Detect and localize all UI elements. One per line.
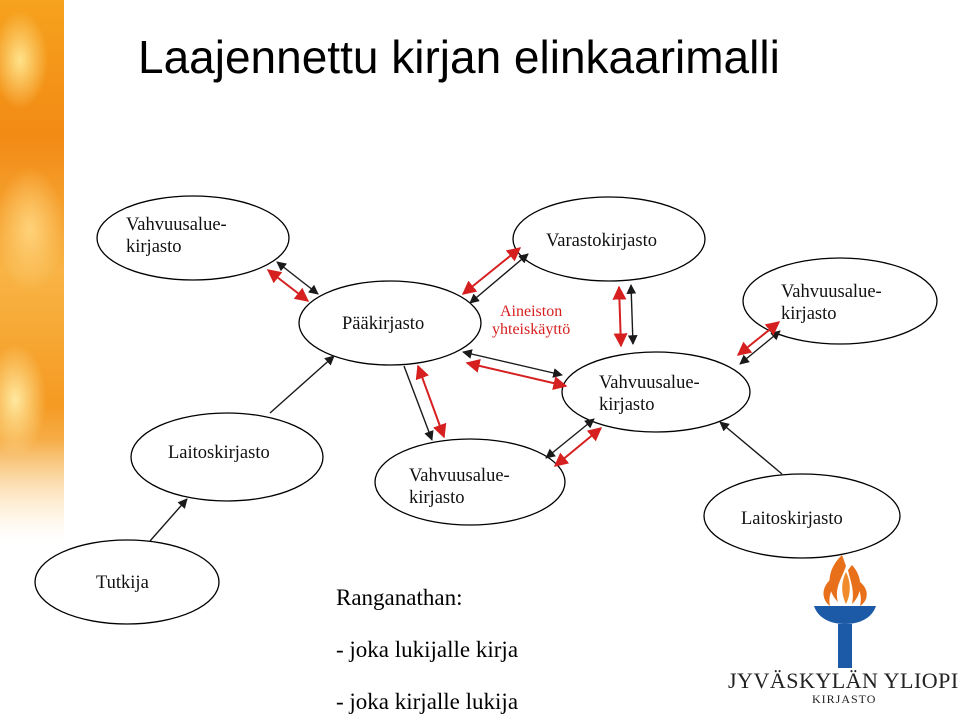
label-line-1: Vahvuusalue-: [126, 215, 227, 235]
university-logo-name: JYVÄSKYLÄN YLIOPISTO: [728, 668, 960, 693]
node-paakirjasto: [298, 280, 482, 366]
label-vahvuus-top-left: Vahvuusalue- kirjasto: [126, 214, 227, 258]
label-line-2: kirjasto: [126, 237, 182, 257]
label-varastokirjasto: Varastokirjasto: [546, 231, 657, 251]
label-line-2: kirjasto: [409, 488, 465, 508]
arrow-paa-center-red: [465, 359, 568, 390]
arrow-varasto-center-black: [626, 284, 638, 345]
node-vahvuus-lower: [374, 438, 566, 526]
label-vahvuus-lower: Vahvuusalue- kirjasto: [409, 465, 510, 509]
flame-fade: [0, 440, 64, 540]
arrow-varasto-center-red: [612, 285, 628, 348]
node-vahvuus-top-left: [96, 195, 290, 281]
node-vahvuus-right: [742, 257, 938, 345]
arrow-paa-center-black: [462, 349, 563, 378]
arrow-paa-lower-black: [403, 365, 434, 441]
arrow-tutkija-laitos: [149, 498, 188, 542]
note-line-2: yhteiskäyttö: [492, 321, 571, 338]
arrow-laitos-paa: [269, 355, 335, 414]
arrow-laitos-right-center: [719, 421, 783, 475]
arrow-center-right-red: [736, 321, 781, 356]
label-vahvuus-right: Vahvuusalue- kirjasto: [781, 281, 882, 325]
label-line-1: Vahvuusalue-: [781, 282, 882, 302]
label-line-2: kirjasto: [599, 395, 655, 415]
university-logo-emblem: [814, 555, 876, 668]
quote-heading: Ranganathan:: [336, 585, 463, 610]
label-laitos-right: Laitoskirjasto: [741, 509, 843, 529]
university-logo-sub: KIRJASTO: [812, 692, 877, 706]
quote-line-1: - joka lukijalle kirja: [336, 637, 519, 662]
label-paakirjasto: Pääkirjasto: [342, 314, 425, 334]
ranganathan-quote: Ranganathan: - joka lukijalle kirja - jo…: [336, 572, 518, 728]
node-vahvuus-center: [561, 351, 751, 433]
node-laitos-right: [703, 473, 901, 559]
arrow-lower-center-red: [553, 427, 603, 467]
note-line-1: Aineiston: [500, 303, 563, 320]
node-laitos-left: [130, 412, 324, 502]
note-aineiston-yhteiskaytto: Aineiston yhteiskäyttö: [492, 303, 570, 339]
arrow-paa-varasto-red: [461, 247, 522, 295]
page-title: Laajennettu kirjan elinkaarimalli: [138, 31, 780, 83]
quote-line-2: - joka kirjalle lukija: [336, 689, 519, 714]
label-laitos-left: Laitoskirjasto: [168, 443, 270, 463]
node-varastokirjasto: [512, 196, 706, 282]
arrow-vahvuus-paa-red: [266, 269, 310, 302]
arrow-vahvuus-paa-black: [276, 261, 319, 295]
lifecycle-diagram: [34, 195, 938, 668]
node-tutkija: [34, 539, 220, 625]
label-line-2: kirjasto: [781, 304, 837, 324]
arrow-paa-varasto-black: [469, 253, 529, 304]
label-vahvuus-center: Vahvuusalue- kirjasto: [599, 372, 700, 416]
label-tutkija: Tutkija: [96, 573, 149, 593]
label-line-1: Vahvuusalue-: [599, 373, 700, 393]
label-line-1: Vahvuusalue-: [409, 466, 510, 486]
arrow-paa-lower-red: [415, 364, 447, 439]
